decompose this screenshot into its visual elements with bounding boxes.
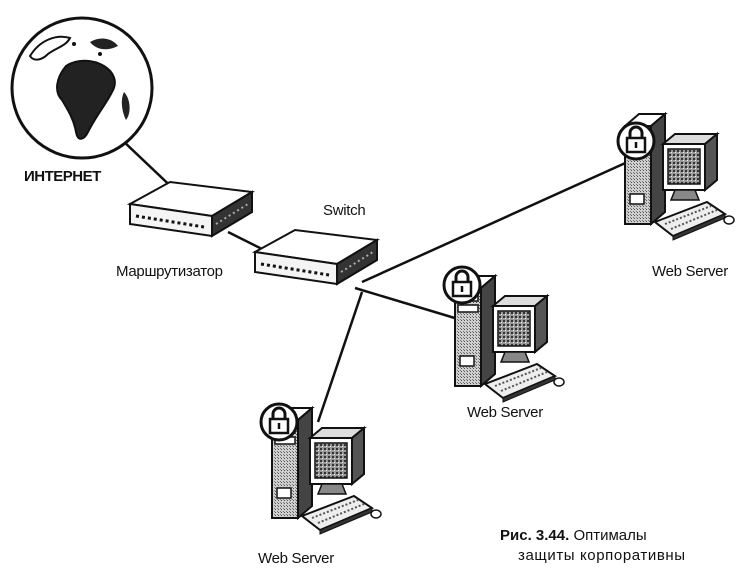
- link-switch-server-middle: [354, 286, 469, 324]
- caption-line-1-text: Оптималы: [573, 527, 647, 544]
- link-switch-server-bottom: [316, 291, 364, 423]
- caption-number: Рис. 3.44.: [500, 527, 570, 544]
- internet-globe-icon: [10, 16, 154, 160]
- web-server-bottom-label: Web Server: [258, 550, 334, 567]
- caption-line-1: Рис. 3.44. Оптималы: [500, 526, 739, 546]
- lock-icon: [259, 402, 299, 442]
- router-device-icon: [128, 180, 254, 238]
- link-switch-server-right: [361, 158, 633, 284]
- lock-icon: [616, 121, 656, 161]
- figure-caption: Рис. 3.44. Оптималы защиты корпоративны: [500, 526, 739, 566]
- switch-device-icon: [253, 228, 379, 286]
- lock-icon: [442, 265, 482, 305]
- internet-label: ИНТЕРНЕТ: [24, 168, 101, 185]
- web-server-middle-label: Web Server: [467, 404, 543, 421]
- web-server-right-label: Web Server: [652, 263, 728, 280]
- switch-label: Switch: [323, 202, 366, 219]
- router-label: Маршрутизатор: [116, 263, 223, 280]
- caption-line-2: защиты корпоративны: [518, 547, 686, 564]
